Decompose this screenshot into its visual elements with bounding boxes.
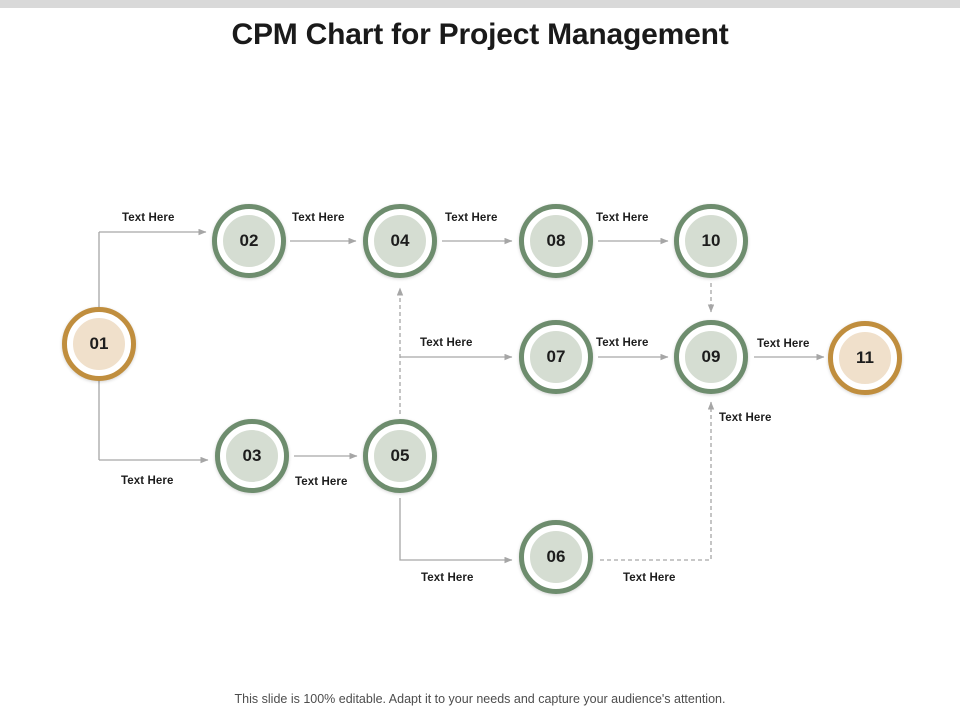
node-01-label: 01 xyxy=(70,315,128,373)
node-03[interactable]: 03 xyxy=(215,419,289,493)
node-06[interactable]: 06 xyxy=(519,520,593,594)
node-05[interactable]: 05 xyxy=(363,419,437,493)
edge-label-01-02: Text Here xyxy=(122,212,175,224)
node-07[interactable]: 07 xyxy=(519,320,593,394)
node-10-label: 10 xyxy=(682,212,740,270)
connector-05-to-06 xyxy=(399,498,513,564)
node-08-label: 08 xyxy=(527,212,585,270)
node-09[interactable]: 09 xyxy=(674,320,748,394)
node-10[interactable]: 10 xyxy=(674,204,748,278)
edge-label-05-06: Text Here xyxy=(421,572,474,584)
edge-label-07-09: Text Here xyxy=(596,337,649,349)
top-decorative-band xyxy=(0,0,960,8)
node-01[interactable]: 01 xyxy=(62,307,136,381)
node-02-label: 02 xyxy=(220,212,278,270)
node-04-label: 04 xyxy=(371,212,429,270)
edge-label-06-09-bottom: Text Here xyxy=(623,572,676,584)
edge-label-03-05: Text Here xyxy=(295,476,348,488)
footer-note: This slide is 100% editable. Adapt it to… xyxy=(234,692,726,706)
node-09-label: 09 xyxy=(682,328,740,386)
node-11-label: 11 xyxy=(836,329,894,387)
node-04[interactable]: 04 xyxy=(363,204,437,278)
edge-label-02-04: Text Here xyxy=(292,212,345,224)
node-08[interactable]: 08 xyxy=(519,204,593,278)
page-title: CPM Chart for Project Management xyxy=(231,18,729,51)
node-07-label: 07 xyxy=(527,328,585,386)
edge-label-04-08: Text Here xyxy=(445,212,498,224)
connector-06-to-09 xyxy=(600,401,715,561)
node-11[interactable]: 11 xyxy=(828,321,902,395)
edge-label-06-09-riser: Text Here xyxy=(719,412,772,424)
node-06-label: 06 xyxy=(527,528,585,586)
edge-label-09-11: Text Here xyxy=(757,338,810,350)
edge-label-08-10: Text Here xyxy=(596,212,649,224)
node-03-label: 03 xyxy=(223,427,281,485)
edge-label-01-03: Text Here xyxy=(121,475,174,487)
edge-label-05-07: Text Here xyxy=(420,337,473,349)
node-02[interactable]: 02 xyxy=(212,204,286,278)
node-05-label: 05 xyxy=(371,427,429,485)
